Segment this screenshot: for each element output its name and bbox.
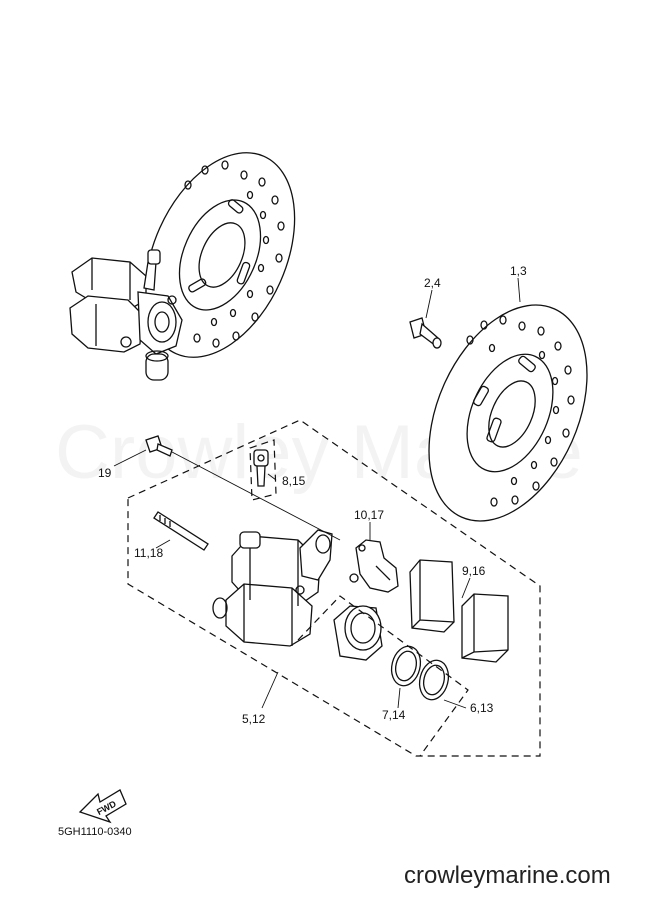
label-part-11-18: 11,18	[134, 546, 163, 560]
label-part-6-13: 6,13	[470, 701, 494, 715]
brake-pad-outer	[461, 593, 509, 663]
piston-seal	[390, 645, 422, 687]
dust-seal	[418, 659, 450, 701]
brake-disc	[428, 304, 588, 522]
leader-lines	[113, 277, 521, 709]
label-part-5-12: 5,12	[242, 712, 266, 726]
disc-bolt	[409, 317, 442, 349]
forward-arrow-icon: FWD	[78, 789, 127, 824]
label-part-2-4: 2,4	[424, 276, 441, 290]
assembled-disc-caliper	[69, 152, 296, 381]
assembly-outline	[127, 419, 541, 757]
bleed-screw	[253, 449, 269, 487]
caliper-piston	[333, 605, 383, 661]
site-url: crowleymarine.com	[404, 862, 611, 889]
brake-caliper	[212, 529, 333, 647]
brake-pad-inner	[409, 559, 455, 633]
label-part-8-15: 8,15	[282, 474, 306, 488]
pad-support	[349, 539, 399, 593]
caliper-bolt	[145, 435, 173, 457]
label-part-9-16: 9,16	[462, 564, 486, 578]
diagram-code: 5GH1110-0340	[58, 826, 132, 838]
label-part-7-14: 7,14	[382, 708, 406, 722]
label-part-10-17: 10,17	[354, 508, 384, 522]
caliper-pin	[153, 511, 209, 551]
label-part-1-3: 1,3	[510, 264, 527, 278]
label-part-19: 19	[98, 466, 112, 480]
